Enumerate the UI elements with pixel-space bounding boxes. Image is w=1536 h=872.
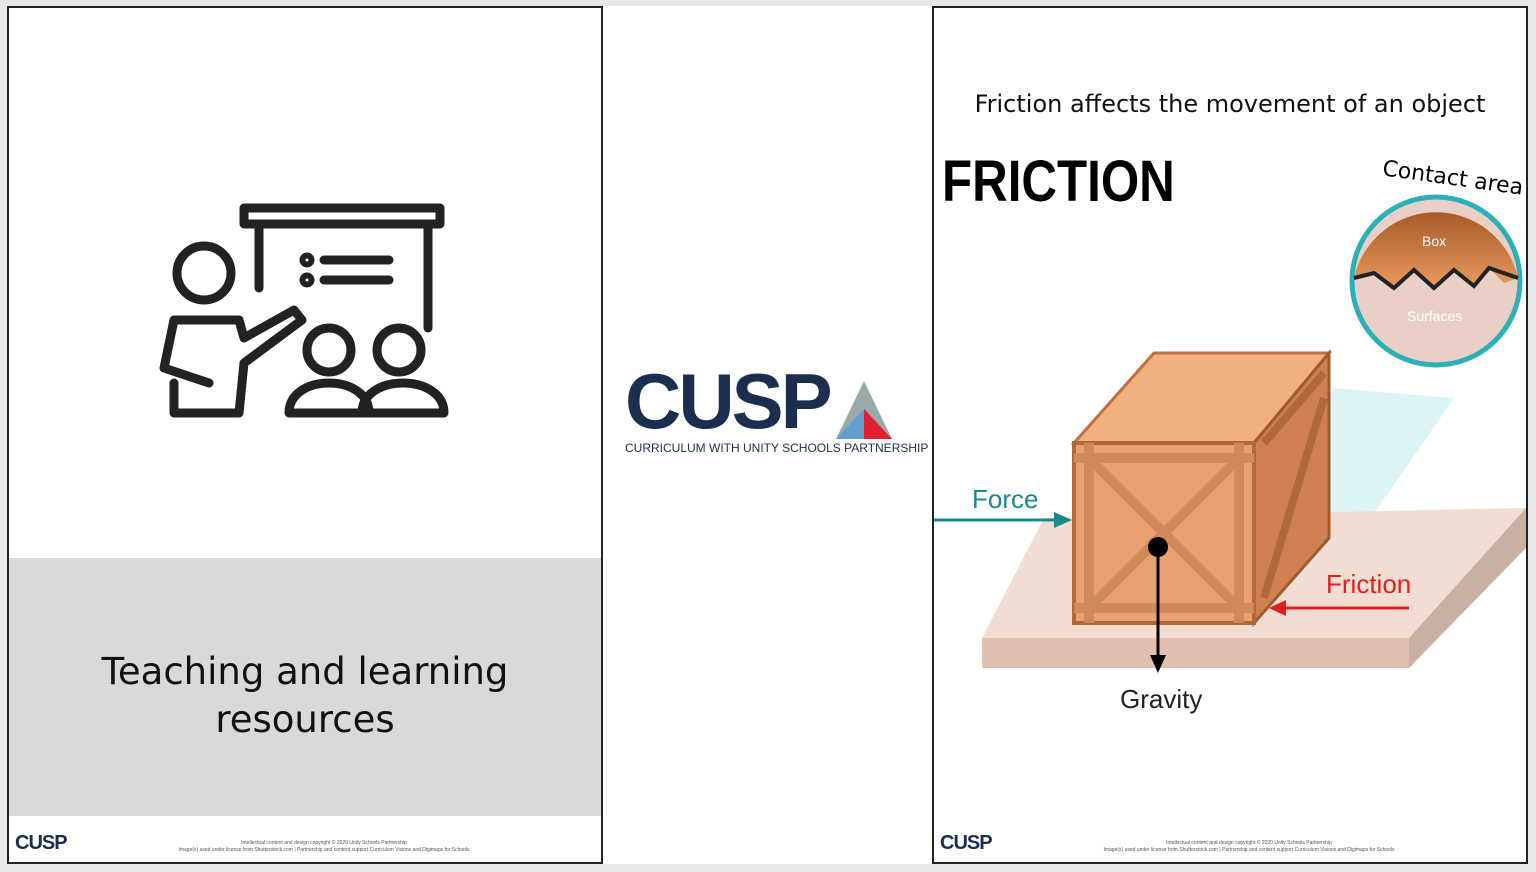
- footer-license: Image(s) used under license from Shutter…: [1103, 847, 1395, 853]
- crate: [1070, 348, 1333, 627]
- box-label: Box: [1422, 233, 1447, 249]
- footer-copyright: Intellectual content and design copyrigh…: [1166, 840, 1332, 846]
- cusp-logo: CUSP CURRICULUM WITH UNITY SCHOOLS PARTN…: [625, 357, 929, 455]
- logo-triangle-icon: [836, 381, 893, 439]
- teacher-presentation-icon: [159, 203, 449, 418]
- slide-logo[interactable]: CUSP CURRICULUM WITH UNITY SCHOOLS PARTN…: [603, 6, 932, 864]
- slide-subtitle: Friction affects the movement of an obje…: [974, 90, 1486, 118]
- footer-license: Image(s) used under license from Shutter…: [178, 847, 470, 853]
- friction-diagram: [934, 194, 1526, 673]
- footer: CUSP Intellectual content and design cop…: [9, 832, 601, 862]
- logo-tagline: CURRICULUM WITH UNITY SCHOOLS PARTNERSHI…: [625, 441, 929, 455]
- footer-logo: CUSP: [15, 832, 68, 854]
- force-label: Force: [972, 484, 1039, 514]
- slide-friction[interactable]: Friction affects the movement of an obje…: [932, 6, 1528, 864]
- contact-area-zoom: [1349, 194, 1523, 368]
- friction-label: Friction: [1326, 569, 1412, 599]
- surfaces-label: Surfaces: [1407, 308, 1463, 324]
- gravity-label: Gravity: [1120, 684, 1203, 714]
- slide-title: Teaching and learning resources: [101, 650, 509, 741]
- footer: CUSP Intellectual content and design cop…: [934, 832, 1526, 862]
- footer-logo: CUSP: [940, 832, 993, 854]
- slide-title: FRICTION: [942, 149, 1175, 214]
- title-band: [9, 558, 601, 816]
- slide-teaching-resources[interactable]: Teaching and learning resources CUSP Int…: [7, 6, 603, 864]
- footer-copyright: Intellectual content and design copyrigh…: [241, 840, 407, 846]
